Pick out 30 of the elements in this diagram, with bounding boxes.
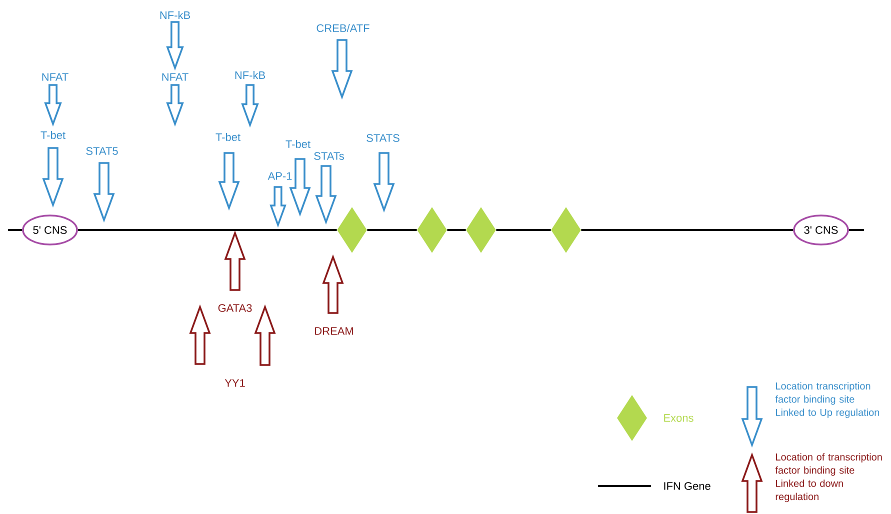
legend-text: Location of transcription factor binding site Linked to down regulation: [775, 453, 882, 502]
factor-label: STATS: [366, 134, 400, 142]
factor-label: YY1: [224, 379, 245, 387]
gene-line: [496, 229, 551, 231]
factor-label: STATs: [314, 152, 344, 160]
factor-label: T-bet: [40, 130, 66, 140]
factor-label: GATA3: [218, 304, 252, 312]
exon-diamond: [337, 207, 367, 253]
legend-text: IFN Gene: [664, 482, 710, 490]
gene-line: [78, 229, 337, 231]
factor-label: T-bet: [286, 140, 310, 148]
exon-diamond: [466, 207, 496, 253]
factor-label: NF-kB: [235, 71, 265, 79]
legend-text: Exons: [664, 414, 694, 422]
factor-label: T-bet: [216, 132, 240, 142]
factor-label: DREAM: [315, 327, 353, 335]
gene-line: [8, 229, 22, 231]
factor-label: AP-1: [268, 172, 292, 180]
exon-diamond: [417, 207, 447, 253]
legend-text: Location transcription factor binding site Linked to Up regulation: [775, 382, 880, 418]
gene-line: [581, 229, 794, 231]
gene-line: [447, 229, 466, 231]
factor-label: NFAT: [162, 73, 188, 81]
factor-label: CREB/ATF: [316, 24, 370, 32]
factor-label: STAT5: [86, 147, 118, 155]
exon-diamond: [551, 207, 581, 253]
factor-label: NF-kB: [160, 11, 190, 19]
gene-line: [848, 229, 864, 231]
factor-label: NFAT: [42, 73, 68, 81]
gene-line: [367, 229, 417, 231]
